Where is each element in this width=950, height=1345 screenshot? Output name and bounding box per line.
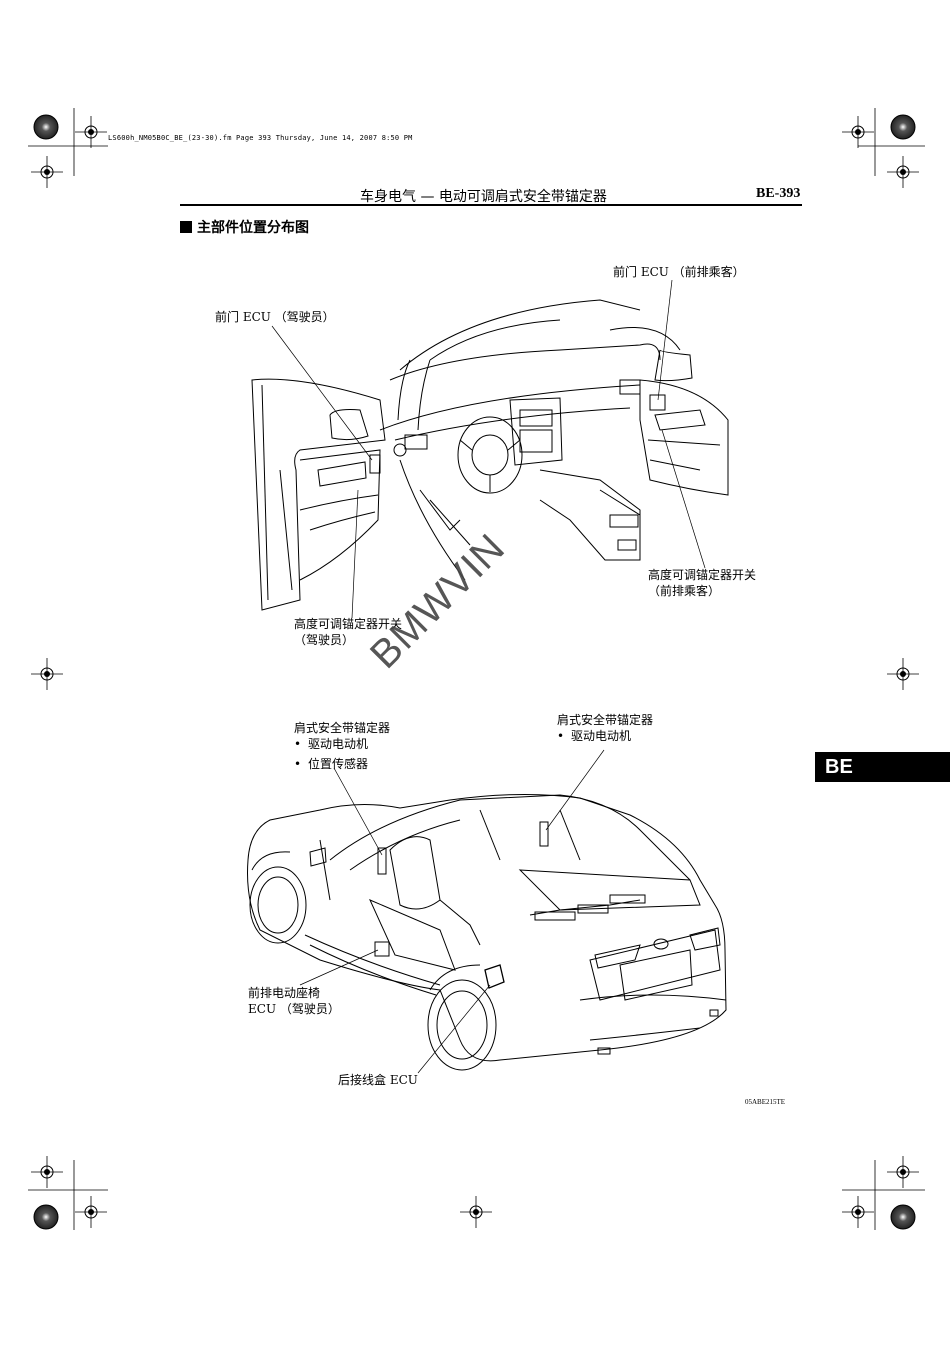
- figure-code: 05ABE215TE: [745, 1098, 786, 1106]
- square-bullet-icon: [180, 221, 192, 233]
- bullet-item: 驱动电动机: [294, 736, 390, 752]
- label-rear-junction-ecu: 后接线盒 ECU: [338, 1073, 418, 1087]
- crop-marks: [28, 108, 925, 1230]
- section-title: 主部件位置分布图: [180, 217, 309, 237]
- label-anchor-left: 肩式安全带锚定器 驱动电动机 位置传感器: [294, 720, 390, 772]
- label-height-switch-driver: 高度可调锚定器开关 （驾驶员）: [294, 616, 402, 648]
- label-line: 高度可调锚定器开关: [294, 617, 403, 631]
- label-front-door-ecu-driver: 前门 ECU （驾驶员）: [215, 310, 335, 324]
- dial-mark-tl: [33, 114, 59, 140]
- label-line: 前排电动座椅: [248, 986, 321, 1000]
- side-tab-be: BE: [815, 752, 950, 782]
- section-title-text: 主部件位置分布图: [197, 220, 309, 236]
- label-line: 肩式安全带锚定器: [557, 713, 654, 727]
- label-line: （前排乘客）: [648, 584, 721, 598]
- label-line: 高度可调锚定器开关: [648, 568, 757, 582]
- bullet-item: 位置传感器: [294, 756, 390, 772]
- print-info: LS600h_NM05B0C_BE_(23-30).fm Page 393 Th…: [108, 134, 413, 142]
- label-seat-ecu: 前排电动座椅 ECU （驾驶员）: [248, 985, 340, 1017]
- label-front-door-ecu-passenger: 前门 ECU （前排乘客）: [613, 265, 745, 279]
- label-line: 肩式安全带锚定器: [294, 721, 391, 735]
- label-line: （驾驶员）: [294, 633, 355, 647]
- dial-mark-tr: [890, 114, 916, 140]
- label-anchor-right: 肩式安全带锚定器 驱动电动机: [557, 712, 653, 744]
- header-title: 车身电气 — 电动可调肩式安全带锚定器: [360, 189, 607, 205]
- bullet-item: 驱动电动机: [557, 728, 653, 744]
- car-illustration: [247, 793, 727, 1071]
- car-leaders: [299, 749, 605, 1074]
- interior-illustration: [251, 299, 729, 611]
- dial-mark-bl: [33, 1204, 59, 1230]
- dial-mark-br: [890, 1204, 916, 1230]
- label-height-switch-passenger: 高度可调锚定器开关 （前排乘客）: [648, 567, 756, 599]
- page-number: BE-393: [756, 186, 801, 201]
- label-line: ECU （驾驶员）: [248, 1002, 340, 1016]
- interior-leaders: [271, 279, 706, 619]
- header-rule: [180, 204, 802, 206]
